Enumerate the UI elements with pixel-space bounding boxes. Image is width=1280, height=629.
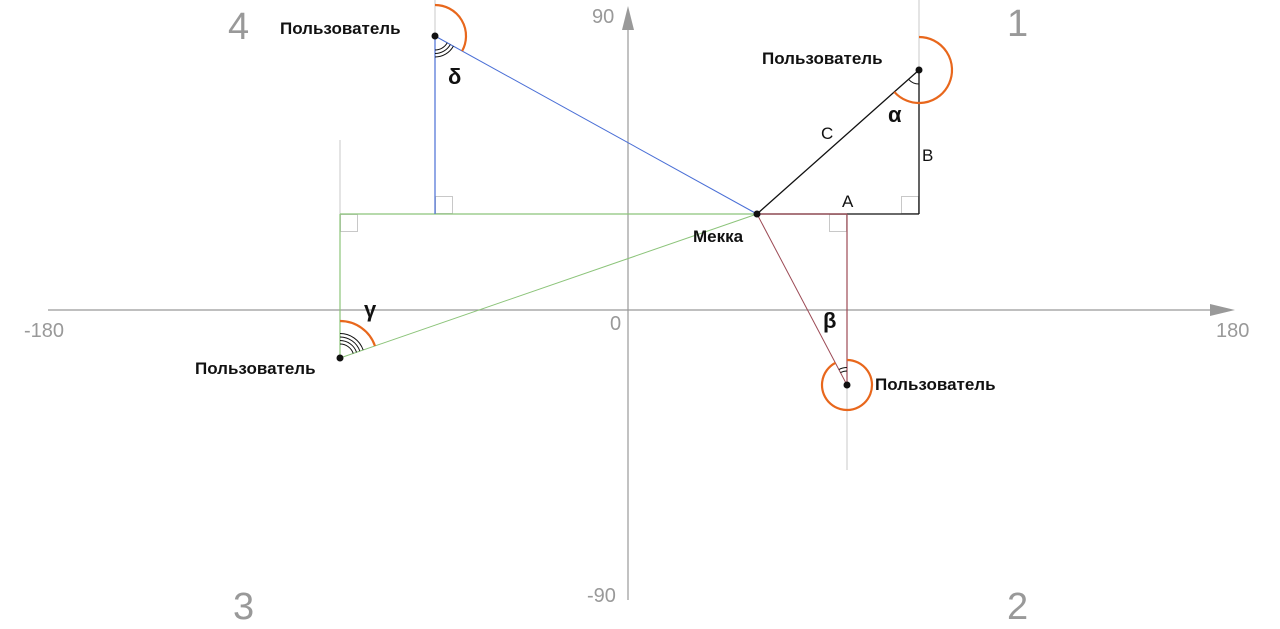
gamma-label: γ — [364, 297, 377, 322]
quadrant-2-label: 2 — [1007, 586, 1029, 628]
user-2-angle-mark — [840, 370, 848, 374]
x-max-label: 180 — [1216, 320, 1250, 342]
right-angle-q3 — [340, 214, 358, 232]
quadrant-3-label: 3 — [233, 586, 255, 628]
user-2-qibla-arc — [820, 358, 874, 412]
side-c — [756, 69, 920, 215]
user-2-point — [843, 381, 851, 389]
side-b-label: B — [922, 146, 934, 165]
y-max-label: 90 — [592, 6, 615, 28]
user-1-qibla-arc — [893, 35, 954, 105]
user-3-angle-mark — [339, 343, 354, 354]
quadrant-1-label: 1 — [1007, 3, 1029, 45]
beta-label: β — [823, 308, 837, 333]
side-c-label: C — [821, 124, 834, 143]
user-4-angle-mark — [434, 44, 451, 54]
delta-label: δ — [448, 64, 462, 89]
user-4-angle-mark — [434, 42, 448, 51]
user-4-point — [431, 32, 439, 40]
user-4-angle-mark — [434, 45, 454, 58]
user-3-point — [336, 354, 344, 362]
x-min-label: -180 — [24, 320, 65, 342]
mecca-point — [753, 210, 761, 218]
user-1-point — [915, 66, 923, 74]
right-angle-q2 — [829, 214, 847, 232]
user-3-label: Пользователь — [195, 359, 316, 378]
origin-label: 0 — [610, 313, 622, 335]
user-4-label: Пользователь — [280, 19, 401, 38]
q4-hypotenuse — [434, 35, 758, 215]
user-2-label: Пользователь — [875, 375, 996, 394]
quadrant-4-label: 4 — [228, 6, 250, 48]
user-2-angle-mark — [838, 367, 848, 370]
user-1-label: Пользователь — [762, 49, 883, 68]
side-a-label: A — [842, 192, 854, 211]
q2-hypotenuse — [756, 213, 848, 386]
user-4-qibla-arc — [434, 3, 468, 52]
alpha-label: α — [888, 102, 902, 127]
user-1-angle-mark — [908, 78, 920, 85]
user-3-angle-mark — [339, 333, 364, 351]
x-axis-arrow — [1210, 304, 1235, 316]
right-angle-q1 — [901, 196, 919, 214]
y-axis-arrow — [622, 6, 634, 30]
user-3-angle-mark — [339, 340, 358, 353]
user-3-angle-mark — [339, 336, 361, 352]
right-angle-q4 — [435, 196, 453, 214]
q3-hypotenuse — [339, 213, 758, 359]
user-3-qibla-arc — [339, 319, 377, 347]
y-min-label: -90 — [587, 585, 616, 607]
mecca-label: Мекка — [693, 227, 744, 246]
